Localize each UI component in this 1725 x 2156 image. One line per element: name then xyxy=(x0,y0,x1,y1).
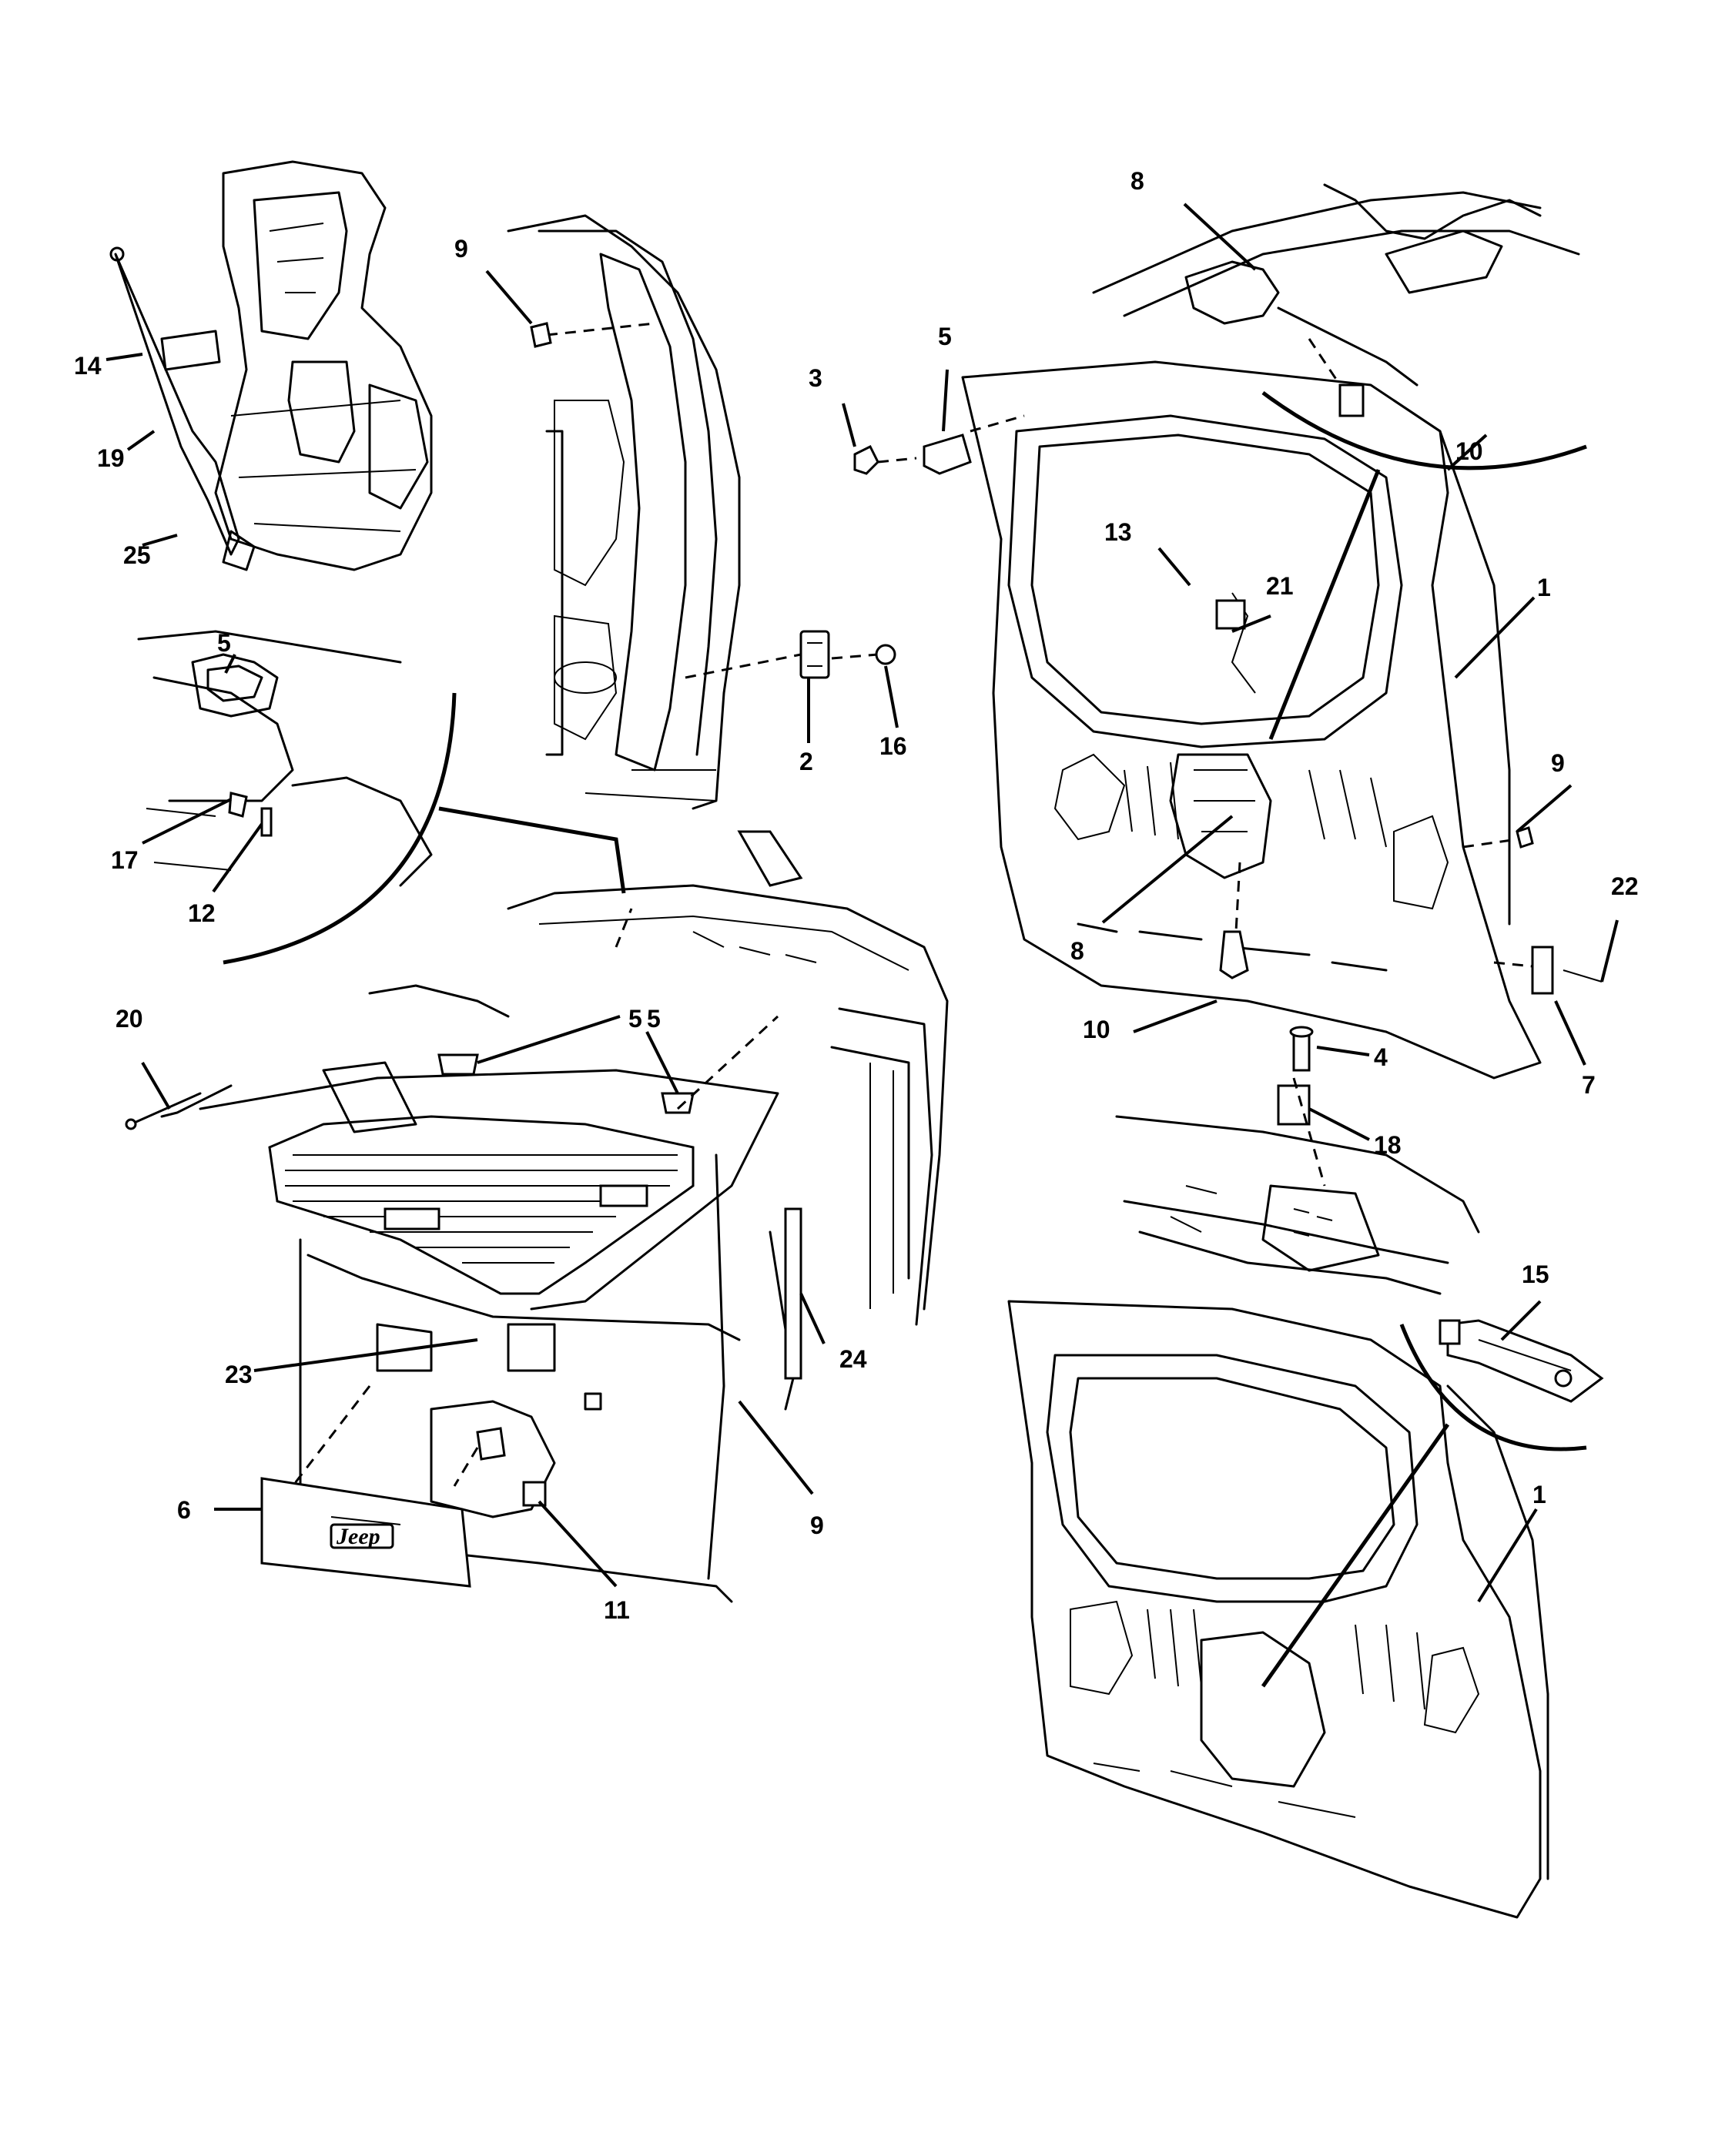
callout-5-b: 5 xyxy=(938,323,952,350)
hinge-leader-line xyxy=(1261,1423,1450,1688)
callout-25: 25 xyxy=(123,541,151,569)
callout-24: 24 xyxy=(839,1345,867,1373)
callout-13: 13 xyxy=(1104,518,1132,546)
callout-4: 4 xyxy=(1374,1043,1388,1071)
rear-quarter-detail xyxy=(109,160,433,571)
callout-6: 6 xyxy=(177,1496,191,1524)
callout-5-d: 5 xyxy=(647,1005,661,1033)
callout-5-c: 5 xyxy=(628,1005,642,1033)
callout-8-b: 8 xyxy=(1070,937,1084,965)
callout-14: 14 xyxy=(74,352,102,380)
jeep-badge-text: Jeep xyxy=(336,1524,380,1549)
callout-11: 11 xyxy=(604,1596,630,1624)
handle-leader-line xyxy=(438,806,626,894)
release-handle-detail xyxy=(137,630,433,887)
callout-10-a: 10 xyxy=(1455,437,1483,465)
liftgate-inner-upper xyxy=(853,360,1603,1080)
callout-22: 22 xyxy=(1611,872,1639,900)
callout-1-a: 1 xyxy=(1537,574,1551,601)
quarter-panel-detail xyxy=(507,214,896,810)
vehicle-rear-assembly xyxy=(125,830,949,1603)
callout-15: 15 xyxy=(1522,1260,1549,1288)
callout-19: 19 xyxy=(97,444,125,472)
callout-9-b: 9 xyxy=(1551,749,1565,777)
striker-floor-detail xyxy=(1115,1026,1480,1295)
callout-9-c: 9 xyxy=(810,1512,824,1539)
leader-lines xyxy=(106,203,1619,1603)
callout-7: 7 xyxy=(1582,1071,1596,1099)
callout-12: 12 xyxy=(188,899,216,927)
callout-3: 3 xyxy=(809,364,822,392)
callout-9-a: 9 xyxy=(454,235,468,263)
callout-17: 17 xyxy=(111,846,139,874)
latch-leader-line-upper xyxy=(1268,469,1381,740)
callout-21: 21 xyxy=(1266,572,1294,600)
callout-20: 20 xyxy=(116,1005,143,1033)
callout-2: 2 xyxy=(799,748,813,775)
callout-1-b: 1 xyxy=(1532,1481,1546,1508)
latch-floor-detail xyxy=(1092,183,1580,417)
callout-18: 18 xyxy=(1374,1131,1402,1159)
liftgate-inner-lower xyxy=(1007,1300,1549,1919)
jeep-badge: Jeep xyxy=(330,1523,394,1549)
hinge-detail-arc xyxy=(1399,1324,1587,1451)
callout-8-a: 8 xyxy=(1130,167,1144,195)
hinge-detail xyxy=(1439,1319,1604,1403)
callout-16: 16 xyxy=(879,732,907,760)
latch-detail-arc xyxy=(1261,390,1587,470)
callout-23: 23 xyxy=(225,1361,253,1388)
callout-labels: 14 19 25 5 17 12 9 3 5 2 16 8 10 13 21 1… xyxy=(74,167,1639,1624)
callout-10-b: 10 xyxy=(1083,1016,1110,1043)
handle-detail-arc xyxy=(223,692,457,965)
callout-5-a: 5 xyxy=(217,629,231,657)
